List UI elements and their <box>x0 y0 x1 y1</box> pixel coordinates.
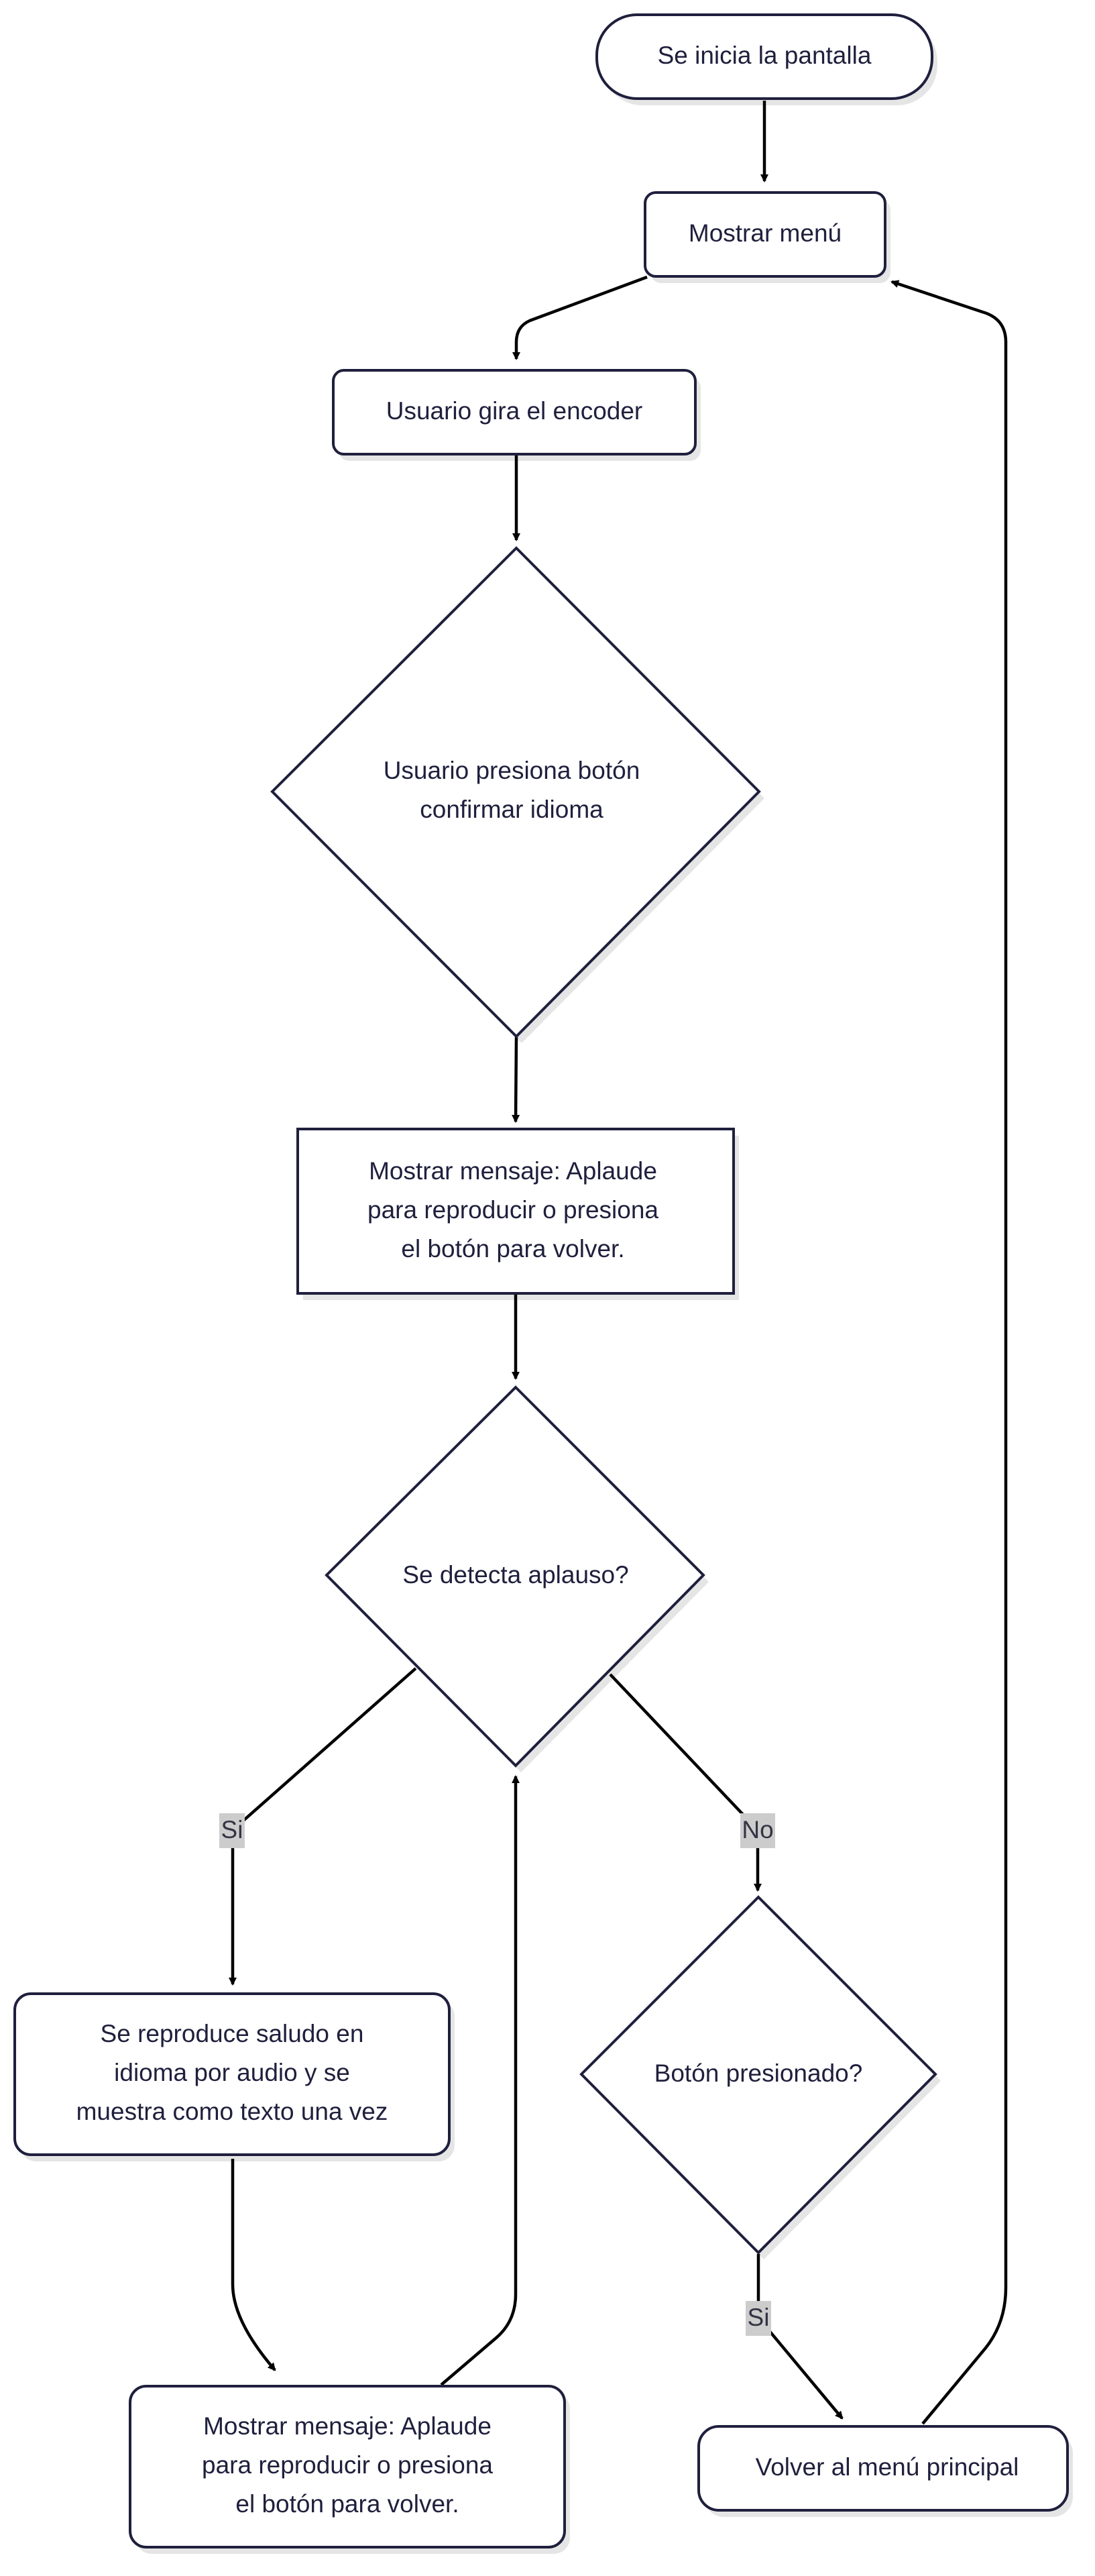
node-label-line: Usuario gira el encoder <box>386 397 643 425</box>
node-msg2: Mostrar mensaje: Aplaude para reproducir … <box>129 2385 570 2554</box>
node-back-text: Volver al menú principal <box>756 2453 1019 2481</box>
node-label-line: muestra como texto una vez <box>76 2098 388 2125</box>
node-start: Se inicia la pantalla <box>595 13 937 105</box>
label-clap-no: No <box>740 1813 775 1848</box>
node-encoder-text: Usuario gira el encoder <box>386 397 643 425</box>
node-play: Se reproduce saludo en idioma por audio y… <box>13 1992 455 2161</box>
node-back: Volver al menú principal <box>697 2425 1073 2517</box>
node-label-line: Botón presionado? <box>654 2059 863 2087</box>
edge-play-to-msg2 <box>231 2159 276 2371</box>
node-label-line: idioma por audio y se <box>114 2059 350 2086</box>
label-btn-yes: Si <box>746 2301 771 2336</box>
node-msg1-text: Mostrar mensaje: Aplaude para reproducir … <box>367 1157 658 1263</box>
node-confirm-text: Usuario presiona botón confirmar idioma <box>384 757 640 823</box>
node-label-line: para reproducir o presiona <box>202 2451 493 2479</box>
node-play-text: Se reproduce saludo en idioma por audio y… <box>76 2020 388 2125</box>
node-btn-text: Botón presionado? <box>654 2059 863 2087</box>
node-clap-text: Se detecta aplauso? <box>402 1561 628 1589</box>
node-menu-text: Mostrar menú <box>689 219 842 247</box>
label-btn-yes-text: Si <box>748 2304 770 2331</box>
edge-clap-no-to-btn <box>609 1673 762 1892</box>
node-label-line: Volver al menú principal <box>756 2453 1019 2481</box>
edge-back-to-menu <box>890 280 1008 2425</box>
edge-msg2-to-clap <box>440 1775 520 2386</box>
edge-clap-yes-to-play <box>229 1667 417 1986</box>
node-label-line: confirmar idioma <box>420 796 603 823</box>
label-clap-yes: Si <box>219 1813 245 1848</box>
nodes: Se inicia la pantalla Mostrar menú Usuar… <box>13 13 1073 2554</box>
node-label-line: Mostrar mensaje: Aplaude <box>203 2412 492 2440</box>
node-label-line: Usuario presiona botón <box>384 757 640 784</box>
node-label-line: Mostrar menú <box>689 219 842 247</box>
node-menu: Mostrar menú <box>644 191 890 283</box>
node-label-line: Mostrar mensaje: Aplaude <box>369 1157 657 1185</box>
node-label-line: Se reproduce saludo en <box>101 2020 364 2047</box>
label-clap-no-text: No <box>742 1816 773 1843</box>
edge-btn-yes-to-back <box>756 2254 844 2420</box>
node-confirm: Usuario presiona botón confirmar idioma <box>270 546 764 1043</box>
node-clap: Se detecta aplauso? <box>325 1385 709 1772</box>
node-label-line: Se inicia la pantalla <box>658 42 872 69</box>
node-encoder: Usuario gira el encoder <box>332 369 701 461</box>
node-msg2-text: Mostrar mensaje: Aplaude para reproducir … <box>202 2412 493 2518</box>
node-msg1: Mostrar mensaje: Aplaude para reproducir … <box>296 1128 739 1300</box>
node-label-line: Se detecta aplauso? <box>402 1561 628 1589</box>
node-start-text: Se inicia la pantalla <box>658 42 872 69</box>
node-btn: Botón presionado? <box>579 1895 941 2259</box>
edge-labels: Si No Si <box>219 1813 775 2336</box>
label-clap-yes-text: Si <box>221 1816 243 1843</box>
node-label-line: el botón para volver. <box>235 2490 459 2518</box>
edge-menu-to-encoder <box>512 275 648 360</box>
node-label-line: el botón para volver. <box>401 1235 624 1263</box>
node-label-line: para reproducir o presiona <box>367 1196 658 1224</box>
